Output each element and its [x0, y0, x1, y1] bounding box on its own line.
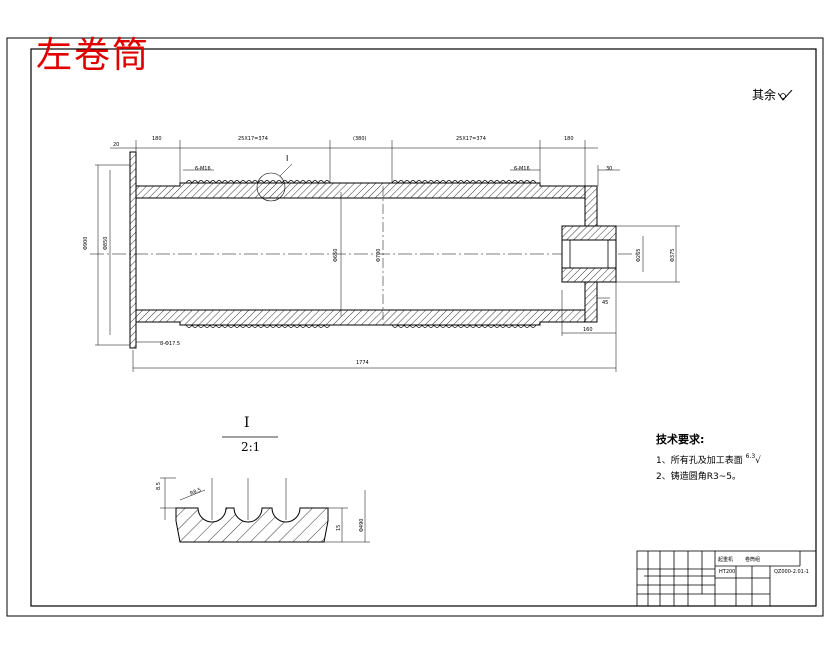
dim-hole-right: 6-M16 — [514, 166, 530, 172]
top-grooves — [185, 180, 331, 184]
tech-item-1: 1、所有孔及加工表面 6.3√ — [656, 453, 761, 466]
detail-h: 8.5 — [156, 482, 162, 490]
top-wall — [135, 182, 586, 199]
outer-frame — [6, 37, 824, 617]
dim-right-small: 30 — [606, 166, 613, 172]
dim-groove-left: 25X17=374 — [238, 136, 268, 142]
dim-outer-dia: Φ900 — [83, 236, 89, 250]
roughness-check-icon: √ — [755, 456, 761, 466]
dim-groove-right: 25X17=374 — [456, 136, 486, 142]
groove-mark: I — [286, 154, 289, 163]
tech-roughness-value: 6.3 — [745, 453, 756, 460]
dim-flange-dia: Φ850 — [103, 236, 109, 250]
dim-hub-dia: Φ265 — [636, 248, 642, 262]
main-view — [90, 140, 680, 372]
right-endplate-low — [584, 281, 598, 323]
roughness-symbol — [776, 89, 794, 101]
dim-bolt: 8-Φ17.5 — [160, 341, 181, 347]
dim-hub-small: 45 — [602, 300, 609, 306]
tech-item-1-text: 1、所有孔及加工表面 — [656, 456, 743, 466]
bottom-grooves — [185, 324, 331, 328]
detail-scale: 2:1 — [241, 440, 261, 454]
bottom-wall — [135, 309, 586, 326]
tb-name-2: 卷筒组 — [745, 557, 761, 563]
dim-hub-len: 160 — [583, 327, 593, 333]
title-block — [636, 550, 817, 607]
drawing-title: 左卷筒 — [36, 35, 151, 76]
detail-thk: 15 — [336, 524, 342, 531]
detail-dia: Φ490 — [359, 518, 365, 532]
tech-item-2: 2、铸造圆角R3~5。 — [656, 472, 741, 482]
inner-frame — [30, 48, 817, 607]
dim-inner-dia: Φ650 — [333, 248, 339, 262]
surface-note: 其余 — [752, 86, 794, 103]
dim-flange-t: 20 — [113, 142, 120, 148]
detail-circle — [256, 172, 286, 202]
dim-left-len: 180 — [152, 136, 162, 142]
tb-code: QZ000-2.01-1 — [774, 569, 809, 575]
tb-name-1: 起重机 — [718, 557, 734, 563]
tb-material: HT200 — [719, 569, 736, 575]
left-flange — [129, 151, 137, 349]
dim-right-len: 180 — [564, 136, 574, 142]
detail-label: I — [244, 415, 250, 431]
right-endplate — [584, 185, 598, 227]
tech-heading: 技术要求: — [656, 433, 705, 446]
detail-profile — [175, 507, 329, 543]
dim-total-len: 1774 — [356, 360, 369, 366]
detail-view — [160, 436, 370, 543]
dim-hole-left: 6-M16 — [195, 166, 211, 172]
dim-center: (380) — [353, 136, 367, 142]
surface-note-text: 其余 — [752, 88, 777, 102]
dim-hub-outer: Φ375 — [670, 248, 676, 262]
dim-bore-dia: Φ700 — [376, 248, 382, 262]
